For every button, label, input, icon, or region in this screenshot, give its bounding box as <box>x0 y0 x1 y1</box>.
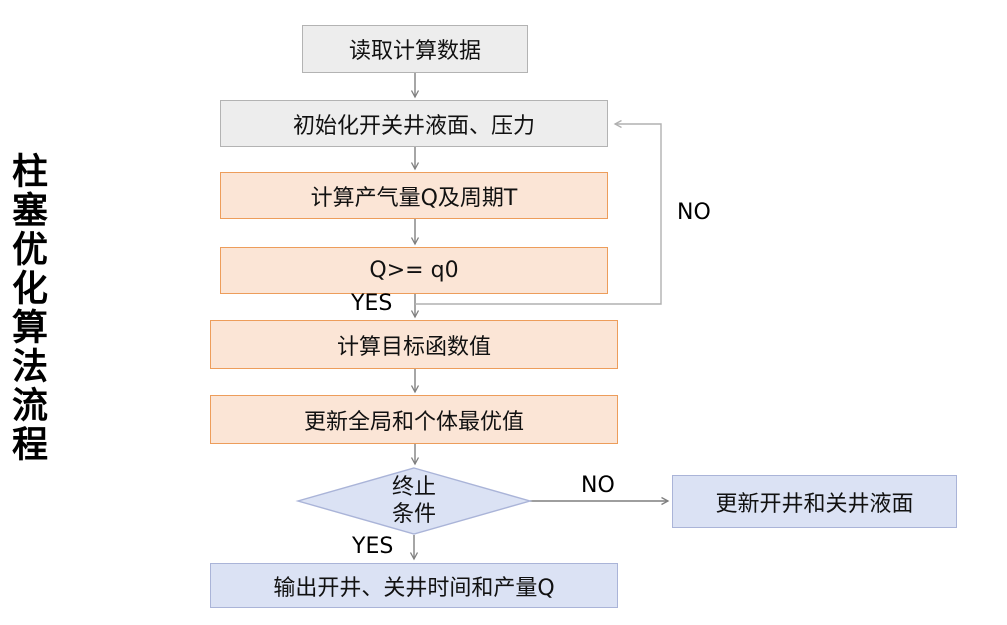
node-compute-objective: 计算目标函数值 <box>210 320 618 369</box>
node-initialize-levels-pressure: 初始化开关井液面、压力 <box>220 100 608 147</box>
node-output-results: 输出开井、关井时间和产量Q <box>210 563 618 608</box>
edge-label-no-loop: NO <box>677 200 711 225</box>
node-compute-gas-and-period: 计算产气量Q及周期T <box>220 172 608 219</box>
node-terminate-condition: 终止 条件 <box>354 470 474 532</box>
edge-label-no-terminate: NO <box>581 473 615 498</box>
node-update-open-close-levels: 更新开井和关井液面 <box>672 475 957 528</box>
edge-label-yes-terminate: YES <box>352 534 394 559</box>
node-read-data: 读取计算数据 <box>302 25 528 73</box>
terminate-condition-line2: 条件 <box>391 502 436 527</box>
node-condition-q-ge-q0: Q>= q0 <box>220 247 608 294</box>
terminate-condition-line1: 终止 <box>391 474 436 500</box>
diagram-title: 柱塞优化算法流程 <box>6 152 47 464</box>
edge-label-yes-condition: YES <box>351 291 393 316</box>
terminate-diamond-shape <box>295 467 533 535</box>
node-update-global-personal-best: 更新全局和个体最优值 <box>210 395 618 444</box>
arrow-no-loop-to-init <box>415 119 662 305</box>
